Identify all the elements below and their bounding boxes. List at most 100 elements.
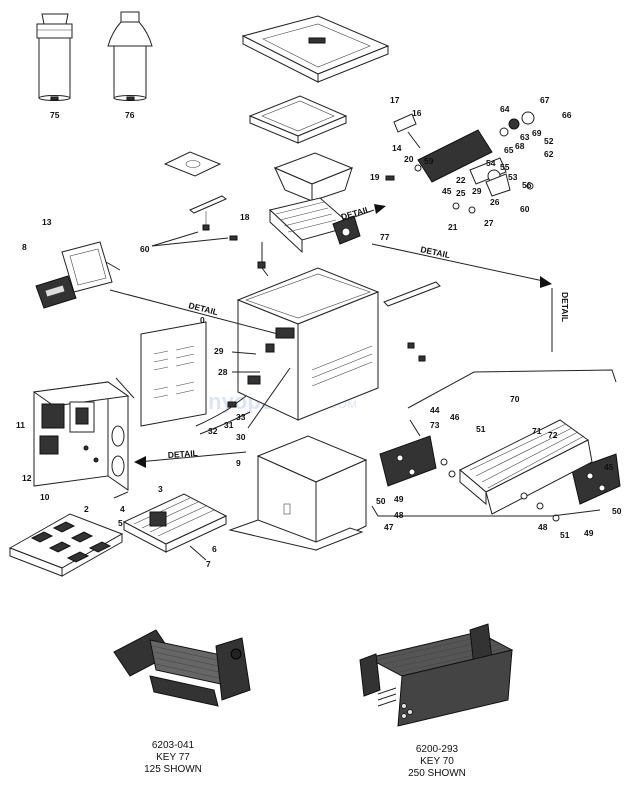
- part-flue-collector: [273, 152, 354, 202]
- label-32: 32: [208, 426, 218, 436]
- label-7: 7: [206, 559, 211, 569]
- label-65: 65: [504, 145, 514, 155]
- part-jacket-top: [241, 15, 390, 83]
- label-70: 70: [510, 394, 520, 404]
- label-60a: 60: [520, 204, 530, 214]
- part-side-rail: [383, 281, 441, 362]
- label-33: 33: [236, 412, 246, 422]
- part-heat-exchanger-detail: [379, 419, 621, 522]
- part-front-panel: [140, 321, 207, 427]
- caption-part-77-number: 6203-041: [151, 740, 195, 751]
- label-25: 25: [456, 188, 466, 198]
- part-flue-gasket: [163, 151, 222, 177]
- label-54: 54: [486, 158, 496, 168]
- part-heat-exchanger-top: [257, 197, 361, 277]
- label-29: 29: [214, 346, 224, 356]
- label-16: 16: [412, 108, 422, 118]
- caption-part-77-key: KEY 77: [156, 752, 190, 763]
- label-53: 53: [508, 172, 518, 182]
- label-17: 17: [390, 95, 400, 105]
- part-base-enclosure: [228, 435, 368, 551]
- label-51b: 51: [560, 530, 570, 540]
- caption-part-70: 6200-293 KEY 70 250 SHOWN: [382, 744, 492, 780]
- part-8-control-board: [35, 275, 77, 309]
- label-67: 67: [540, 95, 550, 105]
- label-51a: 51: [476, 424, 486, 434]
- label-75: 75: [50, 110, 60, 120]
- detail-marker-0: 0: [200, 315, 205, 325]
- label-50a: 50: [376, 496, 386, 506]
- label-45b: 45: [604, 462, 614, 472]
- caption-part-70-shown: 250 SHOWN: [408, 768, 466, 779]
- label-49b: 49: [584, 528, 594, 538]
- label-18: 18: [240, 212, 250, 222]
- label-2: 2: [84, 504, 89, 514]
- label-8: 8: [22, 242, 27, 252]
- label-71: 71: [532, 426, 542, 436]
- label-27: 27: [484, 218, 494, 228]
- label-49a: 49: [394, 494, 404, 504]
- caption-part-77-shown: 125 SHOWN: [144, 764, 202, 775]
- label-64: 64: [500, 104, 510, 114]
- label-56: 56: [522, 180, 532, 190]
- label-10: 10: [40, 492, 50, 502]
- label-3: 3: [158, 484, 163, 494]
- label-26: 26: [490, 197, 500, 207]
- label-21: 21: [448, 222, 458, 232]
- detail-bracket-line: [371, 505, 552, 517]
- label-9: 9: [236, 458, 241, 468]
- label-48a: 48: [394, 510, 404, 520]
- part-inner-shield: [248, 95, 348, 144]
- label-45a: 45: [442, 186, 452, 196]
- label-6: 6: [212, 544, 217, 554]
- label-13: 13: [42, 217, 52, 227]
- label-66: 66: [562, 110, 572, 120]
- part-60-baffle: [151, 195, 238, 247]
- detail-label-5: DETAIL: [167, 448, 198, 460]
- part-28-33-wiring: [195, 351, 291, 435]
- detail-connector-1: [345, 209, 375, 221]
- caption-part-70-key: KEY 70: [420, 756, 454, 767]
- label-69: 69: [532, 128, 542, 138]
- label-72: 72: [548, 430, 558, 440]
- detail-connector-5: [137, 451, 247, 463]
- detail-label-1: DETAIL: [340, 204, 372, 222]
- part-13-bezel: [61, 241, 113, 293]
- part-70-heat-exchanger-image: [359, 623, 514, 727]
- label-68: 68: [515, 141, 525, 151]
- label-76: 76: [125, 110, 135, 120]
- detail-connector-2: [371, 243, 549, 283]
- label-19: 19: [370, 172, 380, 182]
- part-76-vent-cap: [107, 11, 153, 101]
- label-52: 52: [544, 136, 554, 146]
- part-main-cabinet: [236, 267, 380, 421]
- part-control-box: [32, 381, 130, 491]
- part-70-hardware-bolts: [377, 687, 413, 719]
- label-4: 4: [120, 504, 125, 514]
- part-75-vent-adapter: [36, 13, 73, 101]
- label-5: 5: [118, 518, 123, 528]
- label-55: 55: [500, 162, 510, 172]
- label-12: 12: [22, 473, 32, 483]
- label-28: 28: [218, 367, 228, 377]
- label-62: 62: [544, 149, 554, 159]
- label-31: 31: [224, 420, 234, 430]
- label-30: 30: [236, 432, 246, 442]
- label-29b: 29: [472, 186, 482, 196]
- label-50b: 50: [612, 506, 622, 516]
- part-77-heat-exchanger-image: [113, 629, 251, 707]
- caption-part-77: 6203-041 KEY 77 125 SHOWN: [118, 740, 228, 776]
- label-47: 47: [384, 522, 394, 532]
- label-20: 20: [404, 154, 414, 164]
- part-header-assembly: [385, 111, 535, 214]
- label-14: 14: [392, 143, 402, 153]
- part-3-7-burner-assembly: [122, 493, 228, 561]
- label-59: 59: [424, 156, 434, 166]
- detail-connector-4: [109, 289, 279, 335]
- caption-part-70-number: 6200-293: [415, 744, 459, 755]
- label-63: 63: [520, 132, 530, 142]
- label-11: 11: [16, 420, 25, 430]
- label-46: 46: [450, 412, 460, 422]
- label-60b: 60: [140, 244, 150, 254]
